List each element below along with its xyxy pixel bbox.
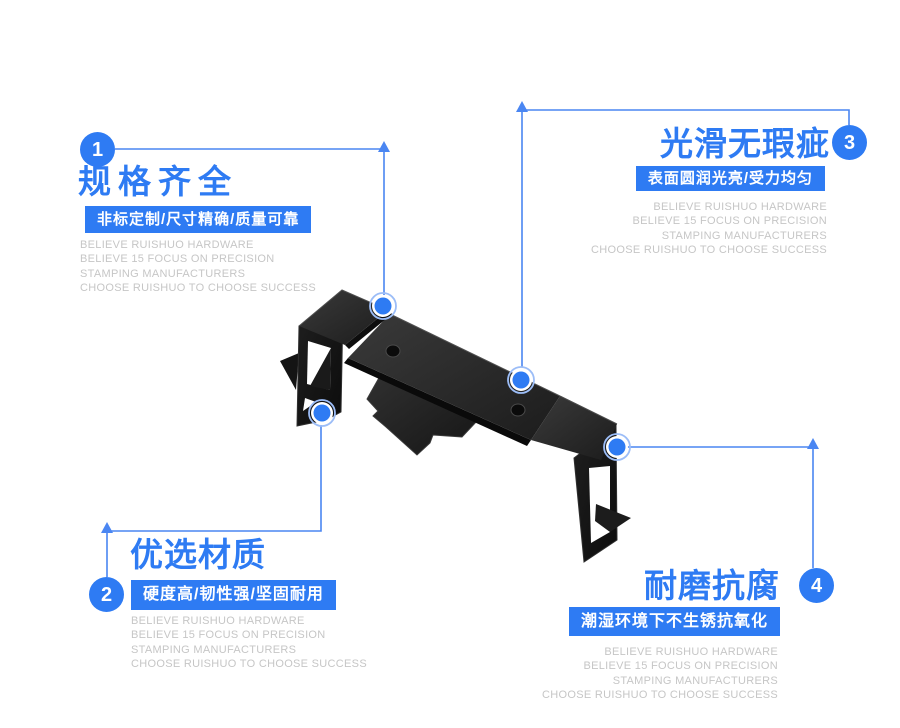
bracket-right-top-plate [531, 396, 617, 460]
callout-line-2 [106, 425, 322, 577]
feature-1-english: BELIEVE RUISHUO HARDWARE BELIEVE 15 FOCU… [80, 238, 316, 295]
callout-arrow-1-up-icon [378, 141, 390, 152]
english-line: STAMPING MANUFACTURERS [80, 267, 246, 280]
callout-dot-3 [507, 366, 535, 394]
feature-4-title: 耐磨抗腐 [644, 567, 780, 604]
callout-line-4 [617, 446, 814, 568]
feature-1-badge: 1 [80, 132, 115, 167]
callout-arrow-3-up-icon [516, 101, 528, 112]
bracket-screw-hole [385, 344, 401, 358]
feature-1-banner: 非标定制/尺寸精确/质量可靠 [85, 206, 312, 233]
english-line: BELIEVE 15 FOCUS ON PRECISION [131, 629, 326, 642]
bracket-left-window-shadow [310, 348, 331, 390]
english-line: CHOOSE RUISHUO TO CHOOSE SUCCESS [131, 657, 367, 670]
english-line: STAMPING MANUFACTURERS [612, 674, 778, 687]
callout-dot-2 [308, 399, 336, 427]
bracket-right-window [589, 466, 610, 543]
english-line: BELIEVE 15 FOCUS ON PRECISION [80, 253, 275, 266]
feature-3-title: 光滑无瑕疵 [660, 125, 830, 162]
english-line: BELIEVE RUISHUO HARDWARE [80, 239, 254, 251]
feature-2-english: BELIEVE RUISHUO HARDWARE BELIEVE 15 FOCU… [131, 614, 367, 671]
callout-dot-4 [603, 433, 631, 461]
english-line: CHOOSE RUISHUO TO CHOOSE SUCCESS [591, 243, 827, 256]
feature-3-banner: 表面圆润光亮/受力均匀 [635, 166, 825, 191]
callout-arrow-2-up-icon [101, 522, 113, 533]
english-line: BELIEVE RUISHUO HARDWARE [653, 201, 827, 213]
bracket-left-tab [280, 353, 299, 390]
feature-3-badge: 3 [832, 125, 867, 160]
feature-2-banner: 硬度高/韧性强/坚固耐用 [131, 580, 336, 610]
english-line: BELIEVE RUISHUO HARDWARE [604, 646, 778, 658]
callout-line-3 [521, 109, 850, 367]
callout-arrow-4-up-icon [807, 438, 819, 449]
feature-2-title: 优选材质 [130, 536, 266, 573]
feature-3-english: BELIEVE RUISHUO HARDWARE BELIEVE 15 FOCU… [591, 200, 827, 257]
callout-dot-1 [369, 292, 397, 320]
product-image-bracket [280, 289, 631, 563]
feature-4-banner: 潮湿环境下不生锈抗氧化 [568, 607, 780, 636]
feature-4-badge: 4 [799, 568, 834, 603]
callout-lines [101, 101, 850, 577]
bracket-left-notch [303, 398, 316, 411]
english-line: BELIEVE 15 FOCUS ON PRECISION [632, 215, 827, 228]
bracket-right-hook [595, 504, 631, 532]
bracket-highlight-edge [559, 395, 618, 425]
bracket-stepped-plate [366, 375, 478, 456]
feature-4-english: BELIEVE RUISHUO HARDWARE BELIEVE 15 FOCU… [542, 645, 778, 702]
callout-dots [308, 292, 631, 461]
bracket-left-junction [345, 310, 392, 349]
english-line: STAMPING MANUFACTURERS [661, 229, 827, 242]
bracket-bar-edge [344, 358, 531, 446]
bracket-left-lip [299, 290, 388, 345]
english-line: CHOOSE RUISHUO TO CHOOSE SUCCESS [80, 281, 316, 294]
english-line: BELIEVE 15 FOCUS ON PRECISION [583, 660, 778, 673]
english-line: BELIEVE RUISHUO HARDWARE [131, 615, 305, 627]
bracket-screw-hole [510, 403, 526, 417]
feature-2-badge: 2 [89, 577, 124, 612]
bracket-main-bar [348, 314, 560, 440]
english-line: CHOOSE RUISHUO TO CHOOSE SUCCESS [542, 688, 778, 701]
feature-1-title: 规格齐全 [78, 163, 238, 200]
english-line: STAMPING MANUFACTURERS [131, 643, 297, 656]
